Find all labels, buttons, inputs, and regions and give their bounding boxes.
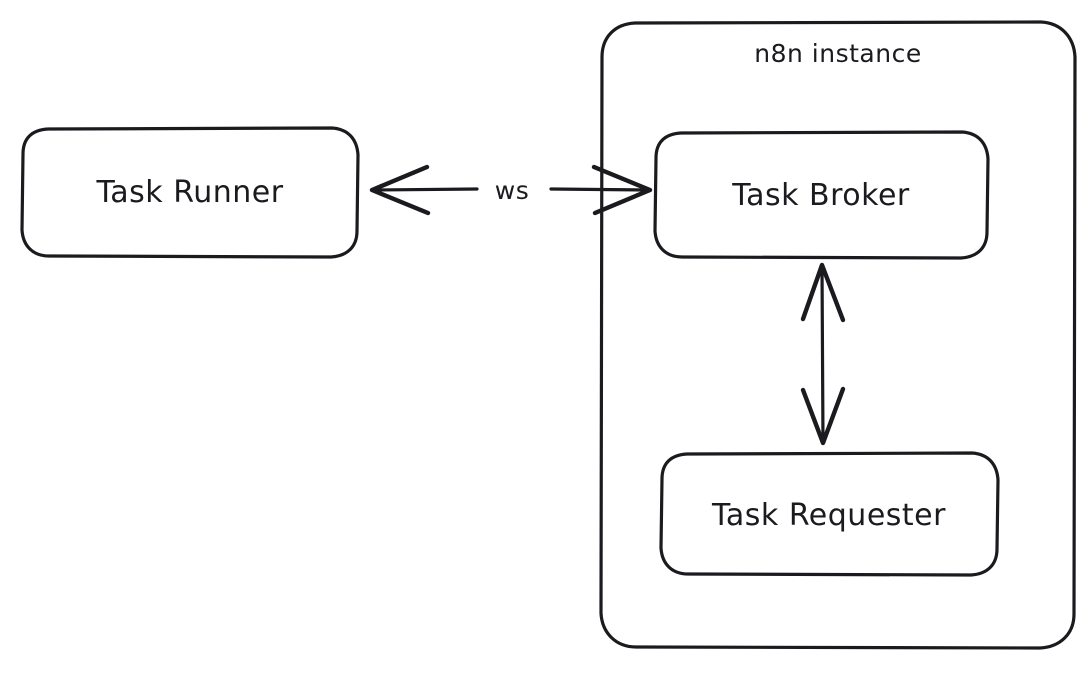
- edge-label-ws-backdrop: [480, 172, 548, 208]
- task-runner-label: Task Runner: [95, 175, 283, 210]
- edge-broker-requester-arrowhead-bottom: [800, 386, 846, 446]
- group-edge-broker-requester[interactable]: [800, 262, 846, 446]
- edge-runner-broker-shaft-right: [549, 187, 650, 192]
- edge-broker-requester-shaft: [820, 264, 825, 444]
- group-task-runner-node[interactable]: Task Runner: [20, 126, 360, 259]
- group-task-broker-node[interactable]: Task Broker: [653, 130, 990, 260]
- edge-runner-broker-arrowhead-left: [369, 164, 431, 216]
- task-broker-box[interactable]: [653, 130, 990, 260]
- group-task-requester-node[interactable]: Task Requester: [659, 451, 1000, 577]
- n8n-instance-label: n8n instance: [754, 39, 921, 68]
- group-edge-runner-broker[interactable]: ws: [369, 164, 653, 216]
- task-requester-box[interactable]: [659, 451, 1000, 577]
- task-runner-box[interactable]: [20, 126, 360, 259]
- edge-label-ws: ws: [495, 176, 529, 205]
- task-requester-label: Task Requester: [711, 498, 946, 533]
- edge-broker-requester-arrowhead-top: [800, 262, 846, 323]
- edge-runner-broker-shaft-left: [371, 187, 479, 192]
- edge-runner-broker-arrowhead-right: [591, 164, 653, 216]
- task-broker-label: Task Broker: [731, 178, 910, 213]
